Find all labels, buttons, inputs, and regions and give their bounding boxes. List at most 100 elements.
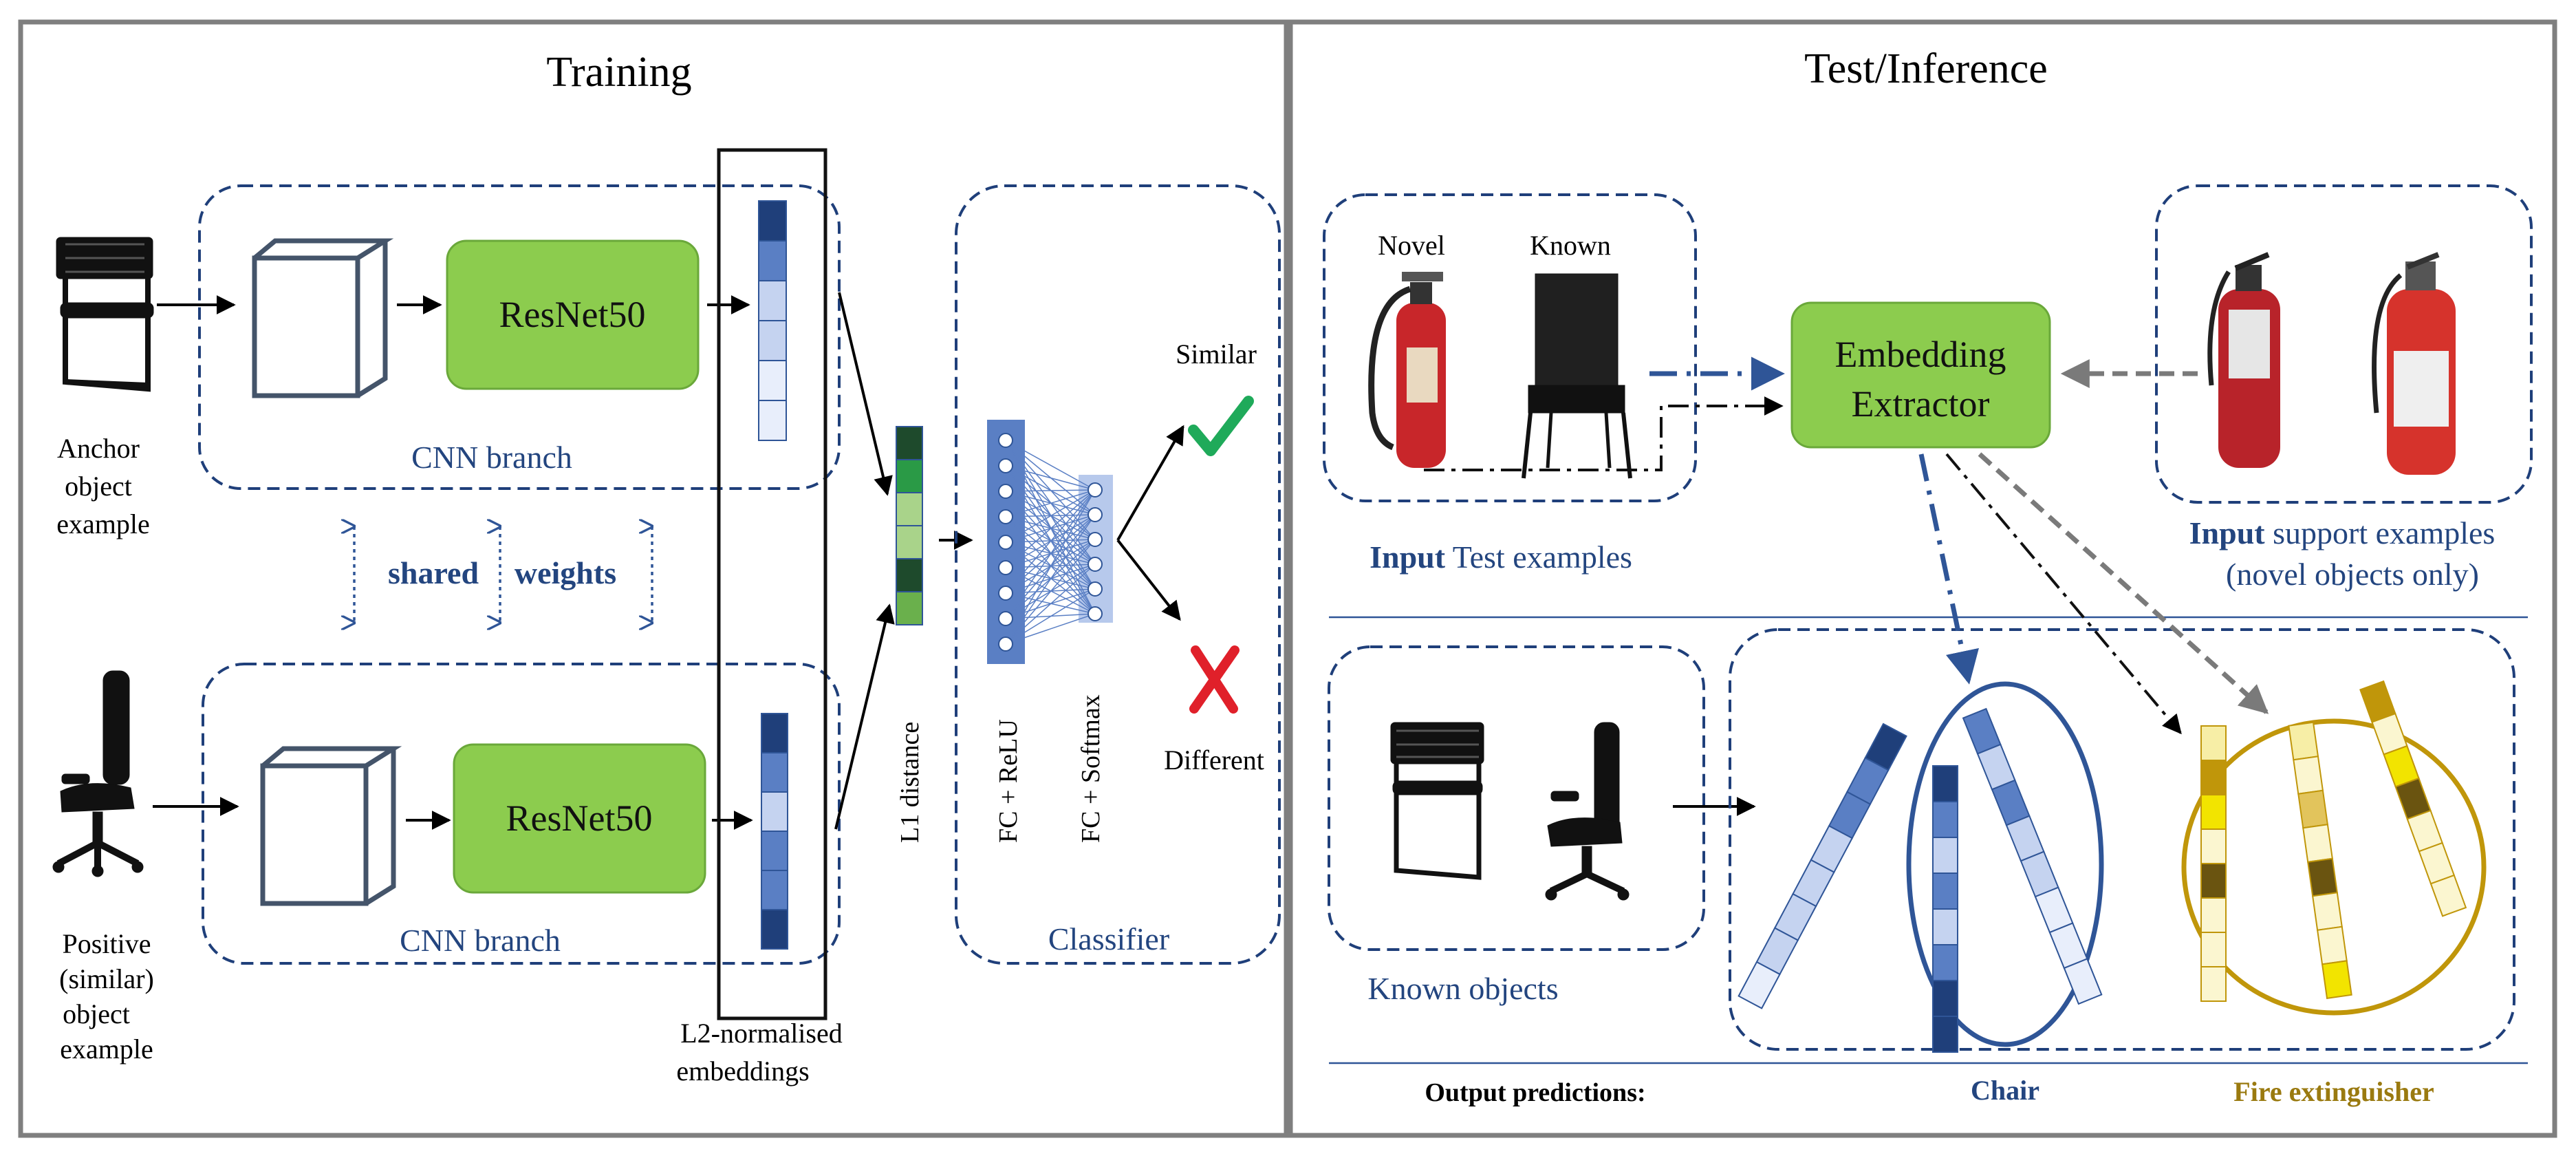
- embedding-cell: [1932, 944, 1958, 981]
- fc-connection: [1005, 489, 1096, 645]
- svg-text:(novel objects only): (novel objects only): [2226, 557, 2479, 592]
- embedding-cell: [2200, 932, 2227, 967]
- conv-cube-bottom: [260, 746, 402, 906]
- different-label: Different: [1164, 745, 1264, 775]
- arrow-to-different: [1116, 539, 1181, 621]
- arrow-known-to-extractor: [1424, 396, 1784, 471]
- cnn-branch-bottom-box: [202, 663, 841, 965]
- conv-cube-top: [252, 238, 394, 398]
- positive-label: Positive (similar) object example: [59, 928, 154, 1064]
- embedding-chair-left: [1738, 722, 1907, 1009]
- chair-cluster: [1906, 681, 2104, 1047]
- embedding-vector-top: [758, 200, 787, 441]
- embedding-cell: [2293, 756, 2324, 795]
- embedding-cell: [1932, 765, 1958, 802]
- l2-embeddings-label: L2-normalised embeddings: [676, 1018, 842, 1087]
- arrow-extractor-to-chair: [1918, 453, 1979, 685]
- svg-text:embeddings: embeddings: [676, 1056, 809, 1087]
- fc-connection: [1005, 465, 1096, 491]
- l1-distance-label: L1 distance: [896, 722, 924, 843]
- fc-softmax-node: [1087, 532, 1103, 547]
- similar-label: Similar: [1176, 339, 1257, 370]
- embedding-cell: [2200, 794, 2227, 830]
- fc-softmax-nodes: [1087, 482, 1103, 621]
- fc-relu-node: [998, 535, 1013, 550]
- embedding-cell: [761, 752, 788, 793]
- l1-distance-vector: [896, 426, 923, 625]
- embedding-cell: [761, 831, 788, 871]
- embedding-cell: [1932, 980, 1958, 1017]
- fc-softmax-node: [1087, 581, 1103, 597]
- embedding-cell: [1932, 873, 1958, 910]
- fc-softmax-node: [1087, 482, 1103, 497]
- svg-text:object: object: [63, 998, 130, 1029]
- fc-connection: [1005, 489, 1096, 543]
- embedding-cell: [1932, 801, 1958, 838]
- support-bold-label: Input: [2189, 515, 2266, 550]
- resnet50-bottom-label: ResNet50: [506, 798, 653, 839]
- embedding-cell: [2200, 897, 2227, 933]
- fire-extinguisher-prediction: Fire extinguisher: [2233, 1076, 2434, 1107]
- embedding-cell: [2307, 857, 2338, 897]
- fire-extinguisher-support-2-image: [2372, 252, 2456, 475]
- anchor-label: Anchor object example: [56, 433, 150, 539]
- cnn-branch-top-label: CNN branch: [411, 440, 572, 475]
- weights-label: weights: [515, 555, 616, 590]
- classifier-box: [955, 184, 1281, 965]
- embedding-cell: [2302, 824, 2333, 863]
- l1-distance-cells: [896, 426, 923, 625]
- cross-icon: [1189, 645, 1240, 714]
- fc-softmax-label: FC + Softmax: [1076, 694, 1105, 843]
- fc-relu-label: FC + ReLU: [994, 719, 1023, 843]
- embedding-cell: [2063, 958, 2103, 1005]
- fc-connection: [1005, 489, 1096, 594]
- fc-connection: [1005, 539, 1096, 645]
- embedding-cell: [758, 400, 787, 441]
- cnn-branch-bottom-label: CNN branch: [400, 923, 561, 958]
- embedding-cell: [2288, 721, 2319, 761]
- training-panel: [18, 19, 1289, 1138]
- embedding-cell: [2429, 874, 2467, 917]
- chair-known-image: [1522, 273, 1632, 479]
- embedding-fire-left: [2200, 725, 2227, 1002]
- arrow-bottom-embed-to-l1: [834, 603, 895, 830]
- embedding-fire-center: [2288, 721, 2352, 999]
- embedding-chair-center: [1932, 765, 1958, 1053]
- fc-connection: [1005, 489, 1096, 619]
- embedding-chair-right: [1962, 707, 2103, 1005]
- embedding-fire-right: [2359, 680, 2467, 917]
- known-label: Known: [1530, 230, 1611, 261]
- embedding-cell: [761, 870, 788, 910]
- embedding-cell: [2316, 925, 2348, 965]
- fire-extinguisher-novel-image: [1368, 272, 1446, 468]
- anchor-chair-image: [56, 237, 154, 392]
- embedding-cell: [2200, 760, 2227, 795]
- input-rest-label: Test examples: [1445, 539, 1632, 575]
- embedding-cell: [1932, 908, 1958, 945]
- chair-prediction: Chair: [1971, 1075, 2039, 1106]
- svg-text:example: example: [56, 509, 150, 539]
- svg-text:object: object: [65, 471, 132, 502]
- embedding-cell: [761, 791, 788, 832]
- fc-relu-node: [998, 586, 1013, 601]
- fc-softmax-node: [1087, 507, 1103, 522]
- support-rest-label: support examples: [2265, 515, 2496, 550]
- embedding-vector-bottom: [761, 713, 788, 950]
- embedding-cell: [758, 200, 787, 242]
- fc-connection: [1005, 489, 1096, 517]
- svg-text:Anchor: Anchor: [57, 433, 140, 464]
- embedding-cell: [2200, 863, 2227, 899]
- embedding-cell: [758, 240, 787, 281]
- known-office-chair-image: [1545, 722, 1630, 901]
- resnet50-top: [446, 239, 700, 390]
- shared-weights-arrows: [354, 526, 652, 623]
- embedding-cell: [2200, 966, 2227, 1002]
- embedding-cell: [1932, 1016, 1958, 1053]
- embedding-cell: [761, 713, 788, 753]
- fc-softmax-node: [1087, 557, 1103, 572]
- l2-embeddings-box: [717, 148, 827, 1020]
- classifier-label: Classifier: [1048, 921, 1169, 956]
- fc-connection: [1005, 564, 1096, 645]
- arrow-extractor-to-fire-extinguisher-support: [1978, 452, 2269, 714]
